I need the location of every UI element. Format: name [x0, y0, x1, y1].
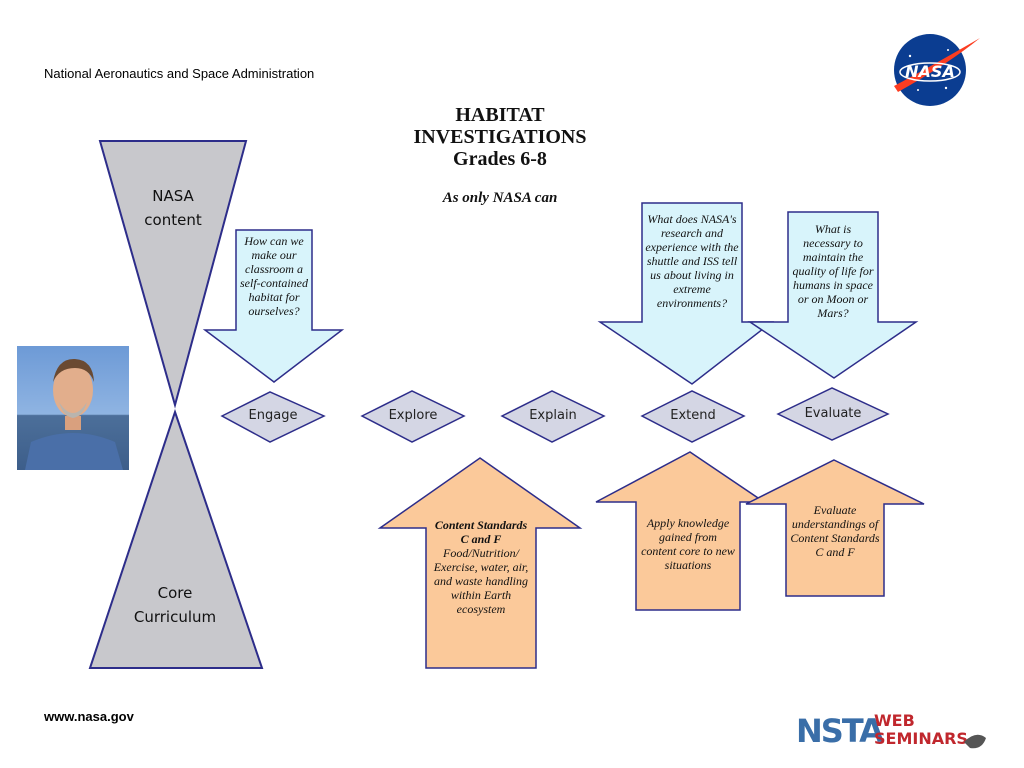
- extend-diamond: [640, 390, 746, 443]
- evaluate-content-arrow: [745, 459, 925, 597]
- engage-diamond: [220, 391, 326, 443]
- evaluate-question-arrow: [747, 211, 919, 379]
- evaluate-question-text: What is necessary to maintain the qualit…: [792, 222, 874, 320]
- diagram-subtitle: As only NASA can: [442, 190, 558, 206]
- nsta-web-text: WEB: [874, 711, 915, 730]
- core-curriculum-cone: [88, 408, 264, 669]
- explore-content-body: Food/Nutrition/ Exercise, water, air, an…: [433, 546, 529, 616]
- explore-diamond: [360, 390, 466, 443]
- diagram-title: HABITAT INVESTIGATIONS Grades 6-8: [340, 104, 660, 170]
- engage-question-arrow: [202, 229, 345, 383]
- stage-extend: Extend: [670, 408, 716, 423]
- extend-question-text: What does NASA's research and experience…: [645, 212, 739, 310]
- presenter-photo-drawing: [25, 358, 123, 470]
- website-url[interactable]: www.nasa.gov: [44, 709, 134, 724]
- explore-content-arrow: [377, 457, 583, 669]
- nsta-seminars-text: SEMINARS: [874, 729, 968, 748]
- presenter-photo: [17, 346, 129, 470]
- nsta-logo-graphic: NSTA WEB SEMINARS: [796, 711, 986, 750]
- stage-engage: Engage: [248, 408, 298, 423]
- nasa-content-label: NASA content: [144, 187, 202, 229]
- nasa-content-cone: [98, 140, 248, 409]
- explore-content-text: Content Standards C and F Food/Nutrition…: [430, 518, 532, 616]
- nasa-logo: NASA: [888, 34, 982, 113]
- engage-question-text: How can we make our classroom a self-con…: [240, 234, 308, 318]
- title-line-2: INVESTIGATIONS: [413, 126, 587, 148]
- stage-explore: Explore: [388, 408, 438, 423]
- evaluate-content-text: Evaluate understandings of Content Stand…: [790, 503, 880, 559]
- core-curriculum-label: Core Curriculum: [133, 584, 217, 626]
- nsta-web-seminars-logo: NSTA WEB SEMINARS: [796, 708, 992, 759]
- evaluate-diamond: [776, 387, 890, 441]
- mouse-icon: [964, 734, 986, 749]
- explain-diamond: [500, 390, 606, 443]
- agency-name: National Aeronautics and Space Administr…: [44, 66, 315, 81]
- nsta-letters: NSTA: [796, 712, 884, 750]
- extend-content-text: Apply knowledge gained from content core…: [641, 516, 735, 572]
- explore-content-heading: Content Standards C and F: [434, 518, 528, 546]
- stage-evaluate: Evaluate: [804, 406, 862, 421]
- title-line-1: HABITAT: [455, 104, 545, 126]
- stage-explain: Explain: [529, 408, 577, 423]
- title-line-3: Grades 6-8: [453, 148, 547, 170]
- nasa-meatball-icon: NASA: [894, 34, 980, 106]
- nasa-logo-text: NASA: [905, 62, 955, 81]
- extend-question-arrow: [597, 202, 775, 385]
